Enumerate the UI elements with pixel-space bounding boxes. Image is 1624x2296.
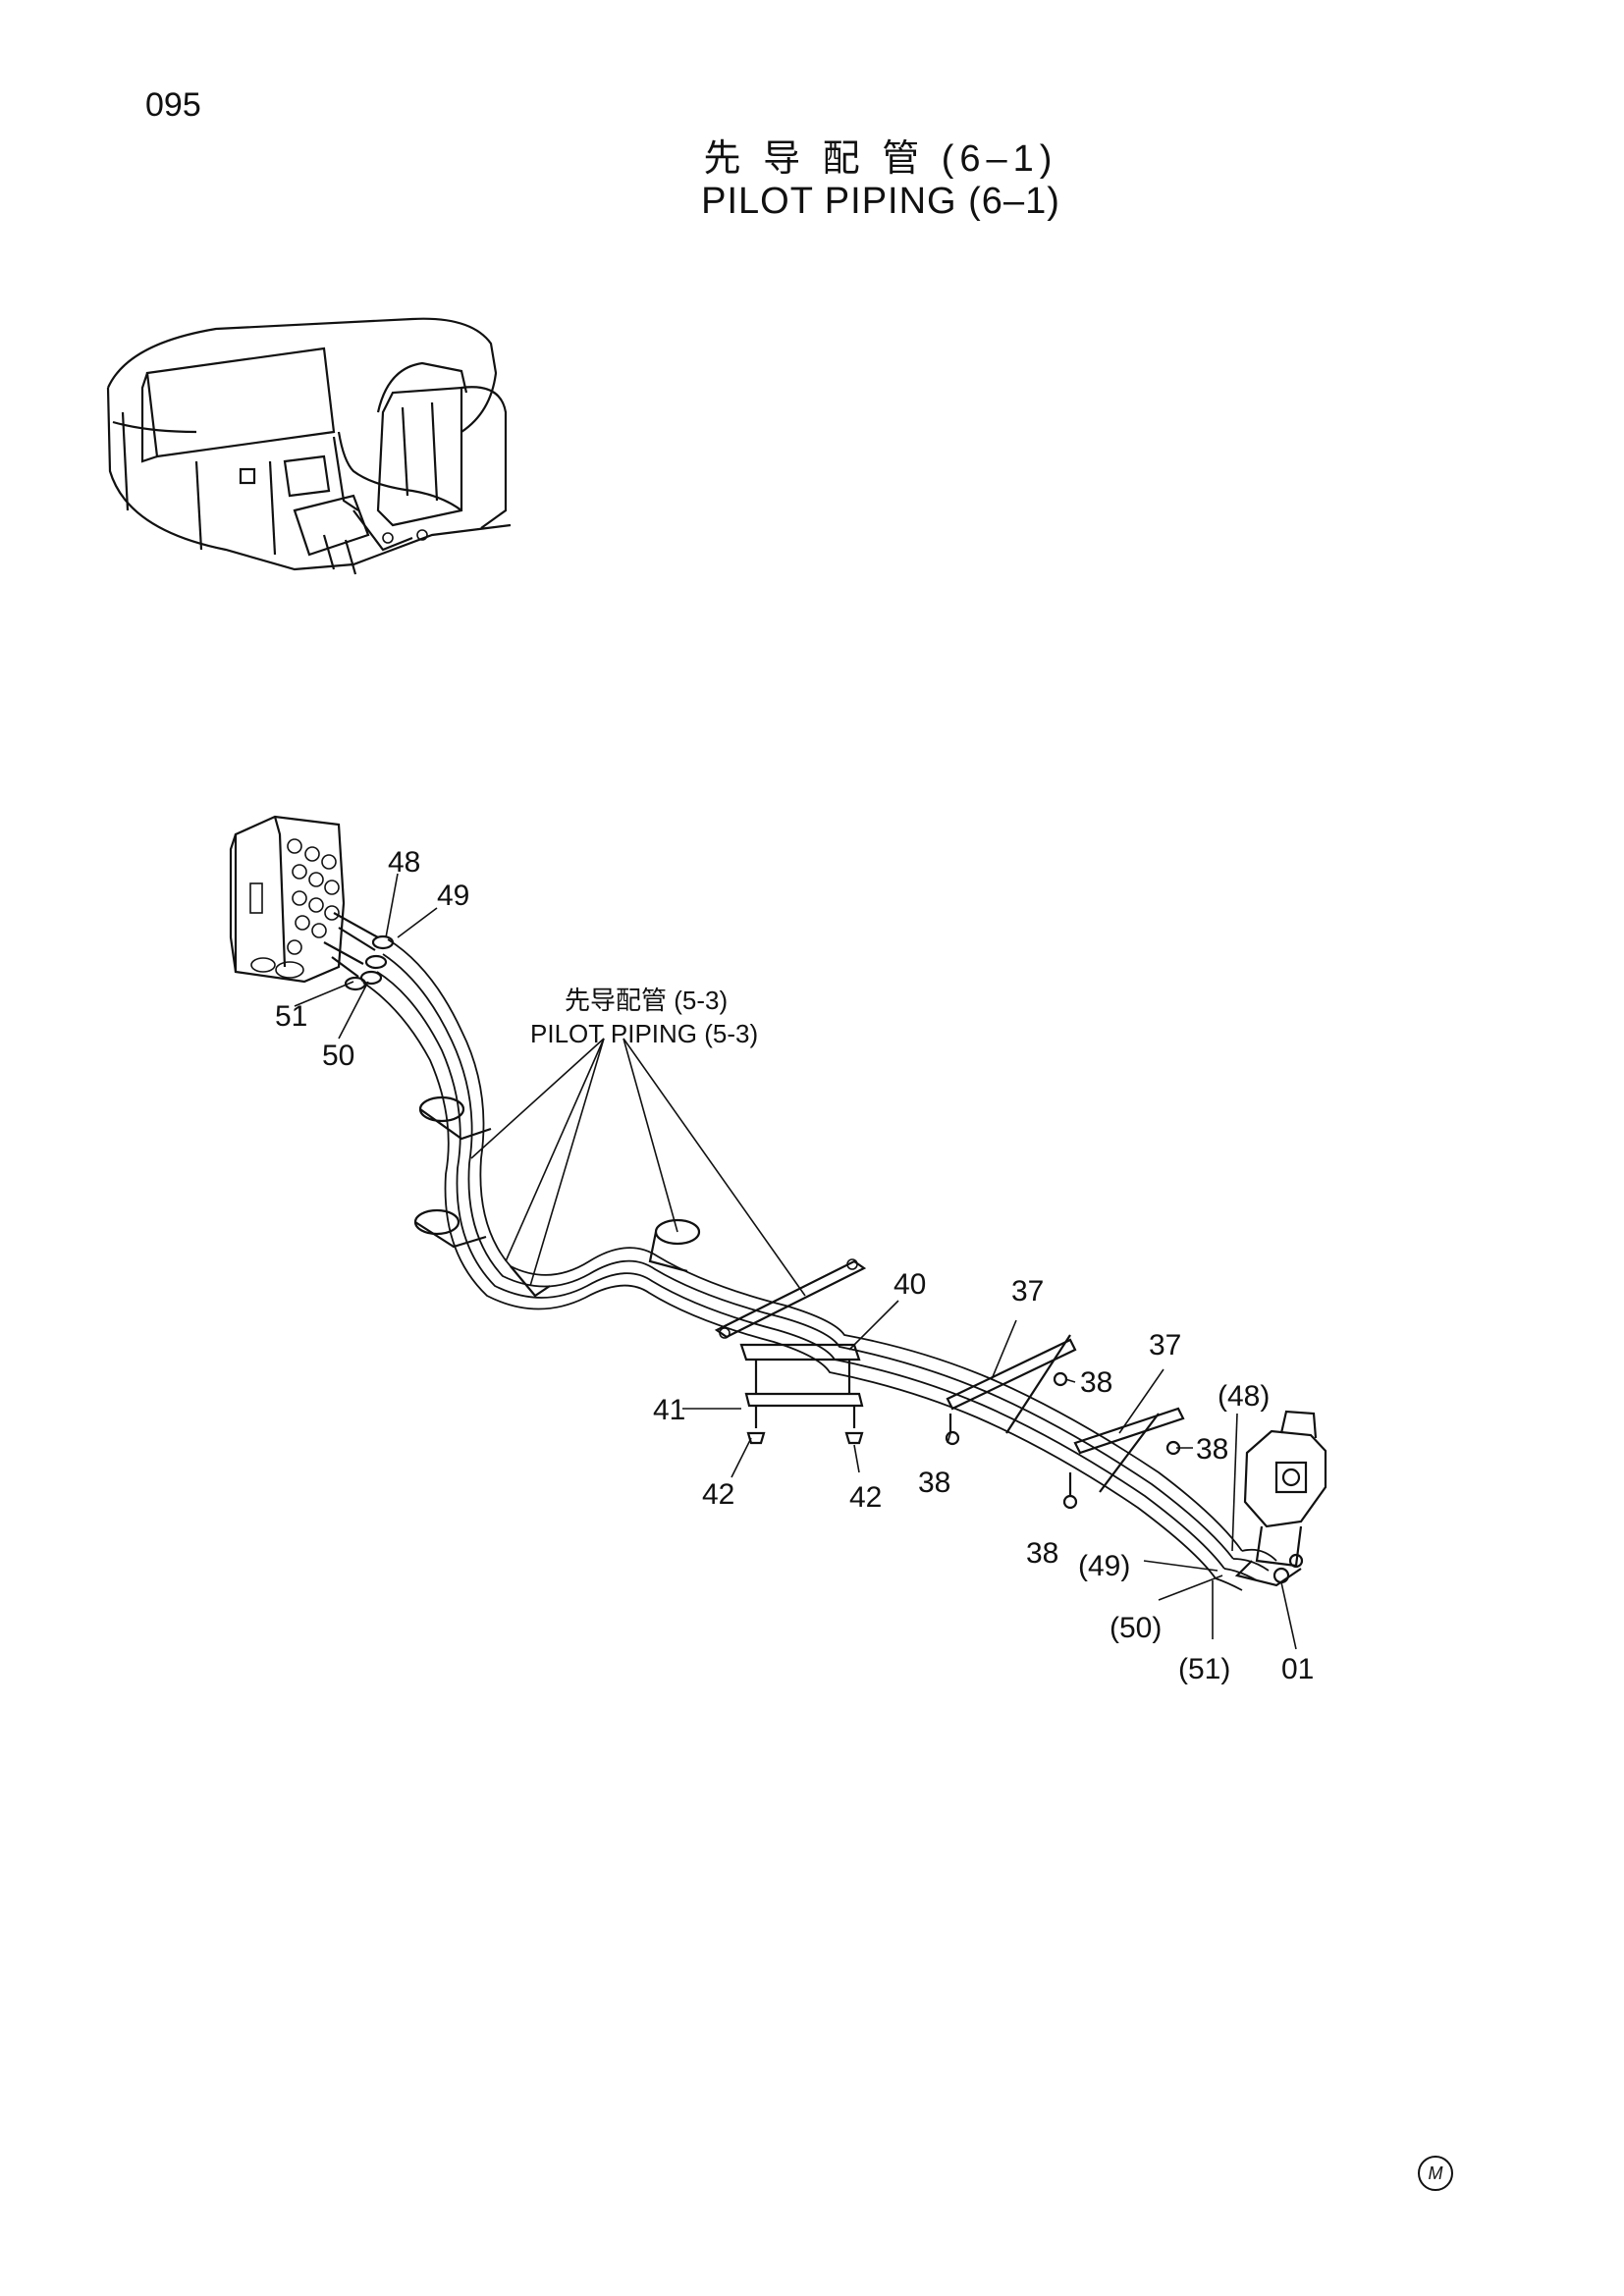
callout-38b: 38 — [1196, 1433, 1228, 1466]
hose-fittings-left — [323, 912, 395, 991]
pilot-pipe-bundle — [362, 938, 1277, 1591]
callout-37a: 37 — [1011, 1275, 1044, 1308]
callout-01: 01 — [1281, 1653, 1314, 1685]
callout-38d: 38 — [1026, 1537, 1058, 1570]
reference-en: PILOT PIPING (5-3) — [530, 1019, 758, 1048]
page-title-english: PILOT PIPING (6–1) — [701, 181, 1060, 222]
callout-49: 49 — [437, 880, 469, 912]
callout-41: 41 — [653, 1394, 685, 1426]
callout-38c: 38 — [918, 1467, 950, 1499]
page-number: 095 — [145, 86, 201, 124]
pipe-clamps — [413, 1095, 701, 1298]
callout-37b: 37 — [1149, 1329, 1181, 1362]
callout-51: 51 — [275, 1000, 307, 1033]
callout-42b: 42 — [849, 1481, 882, 1514]
callout-50p: (50) — [1110, 1612, 1162, 1644]
callout-49p: (49) — [1078, 1550, 1130, 1582]
leader-lines — [294, 873, 1297, 1650]
callout-48: 48 — [388, 846, 420, 879]
callout-42a: 42 — [702, 1478, 734, 1511]
manufacturer-logo-mark: M — [1418, 2156, 1453, 2191]
control-valve-left — [229, 815, 346, 984]
callout-40: 40 — [893, 1268, 926, 1301]
callout-38a: 38 — [1080, 1366, 1112, 1399]
page-title-chinese: 先 导 配 管 (6–1) — [703, 138, 1058, 180]
callout-48p: (48) — [1218, 1380, 1270, 1413]
machine-overview-illustration — [106, 317, 512, 575]
callout-50: 50 — [322, 1040, 354, 1072]
brackets — [714, 1258, 1185, 1510]
callout-51p: (51) — [1178, 1653, 1230, 1685]
pilot-valve-right — [1234, 1410, 1327, 1587]
bolts — [746, 1406, 1072, 1497]
reference-cn: 先导配管 (5-3) — [565, 986, 728, 1015]
